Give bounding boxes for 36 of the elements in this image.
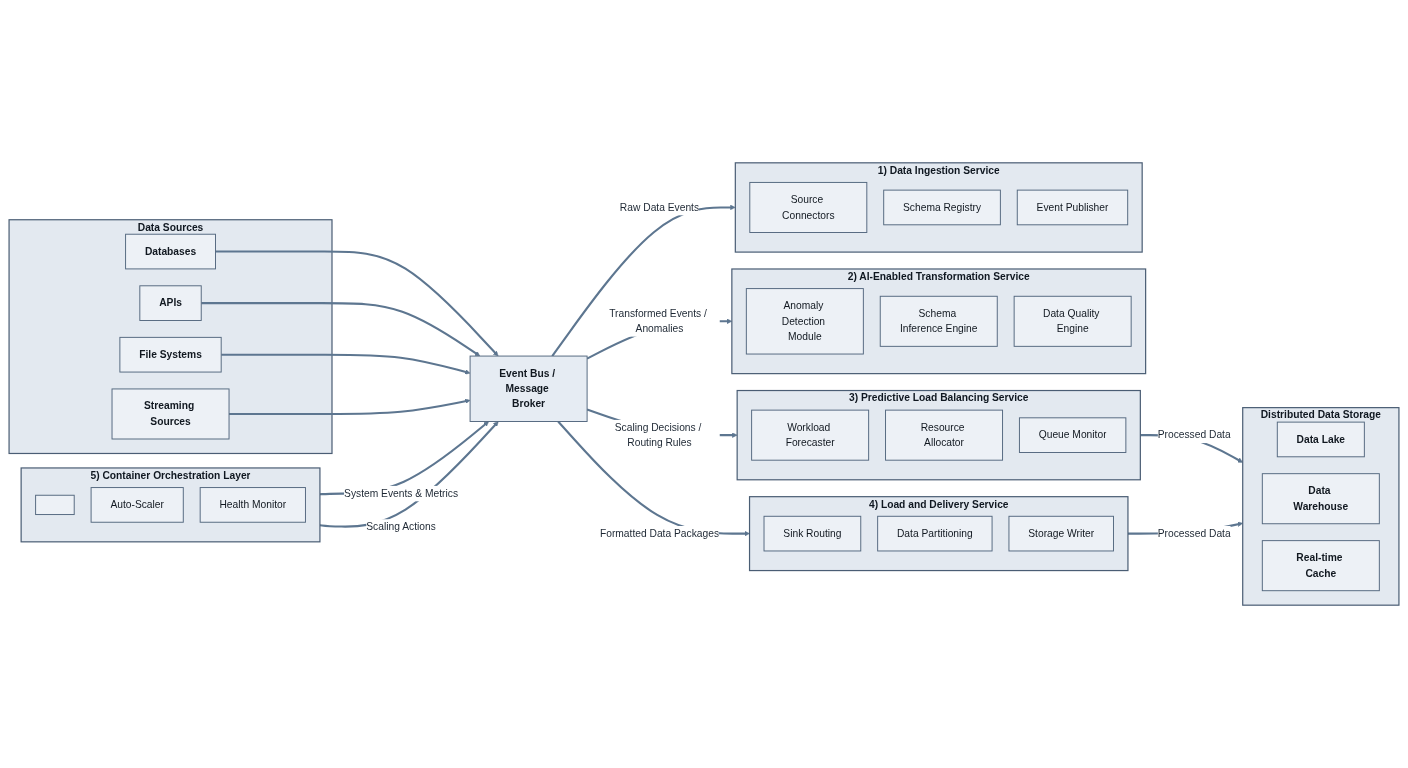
node-box: Schema Inference Engine <box>879 295 998 347</box>
node-box: Data Warehouse <box>1261 473 1380 525</box>
edge-label: Transformed Events / Anomalies <box>609 307 707 335</box>
node-box: Event Publisher <box>1016 189 1129 226</box>
edge-label: Scaling Actions <box>366 520 436 533</box>
node-box: Data Quality Engine <box>1013 295 1132 347</box>
node-box: Storage Writer <box>1008 515 1114 552</box>
arrow <box>201 302 481 357</box>
node-box: Resource Allocator <box>885 409 1004 461</box>
arrow <box>551 204 736 357</box>
node-box: Streaming Sources <box>111 388 230 440</box>
arrow <box>229 398 471 416</box>
node-box: Source Connectors <box>749 181 868 233</box>
node-box: Workload Forecaster <box>751 409 870 461</box>
node-box: Auto-Scaler <box>90 487 184 523</box>
arrow <box>215 250 499 357</box>
edge-label: Processed Data <box>1157 429 1231 441</box>
edge-label: Raw Data Events <box>619 201 700 214</box>
node-box: Schema Registry <box>883 189 1001 226</box>
node-box: Data Partitioning <box>877 515 993 552</box>
node-box: APIs <box>139 285 202 321</box>
node-box: Real-time Cache <box>1261 540 1380 592</box>
edge-label: Formatted Data Packages <box>599 527 720 540</box>
node-box: File Systems <box>119 336 222 373</box>
node-box: Anomaly Detection Module <box>745 288 864 355</box>
node-box: Data Lake <box>1276 421 1365 458</box>
edge-label: Scaling Decisions / Routing Rules <box>614 421 702 449</box>
node-box <box>35 494 75 516</box>
node-box: Databases <box>125 233 216 270</box>
node-box: Event Bus / Message Broker <box>469 355 588 422</box>
node-box: Health Monitor <box>199 487 306 523</box>
node-box: Sink Routing <box>763 515 862 552</box>
arrow <box>221 353 471 375</box>
node-box: Queue Monitor <box>1018 417 1127 453</box>
edge-label: System Events & Metrics <box>344 487 459 500</box>
edge-label: Processed Data <box>1157 527 1231 540</box>
